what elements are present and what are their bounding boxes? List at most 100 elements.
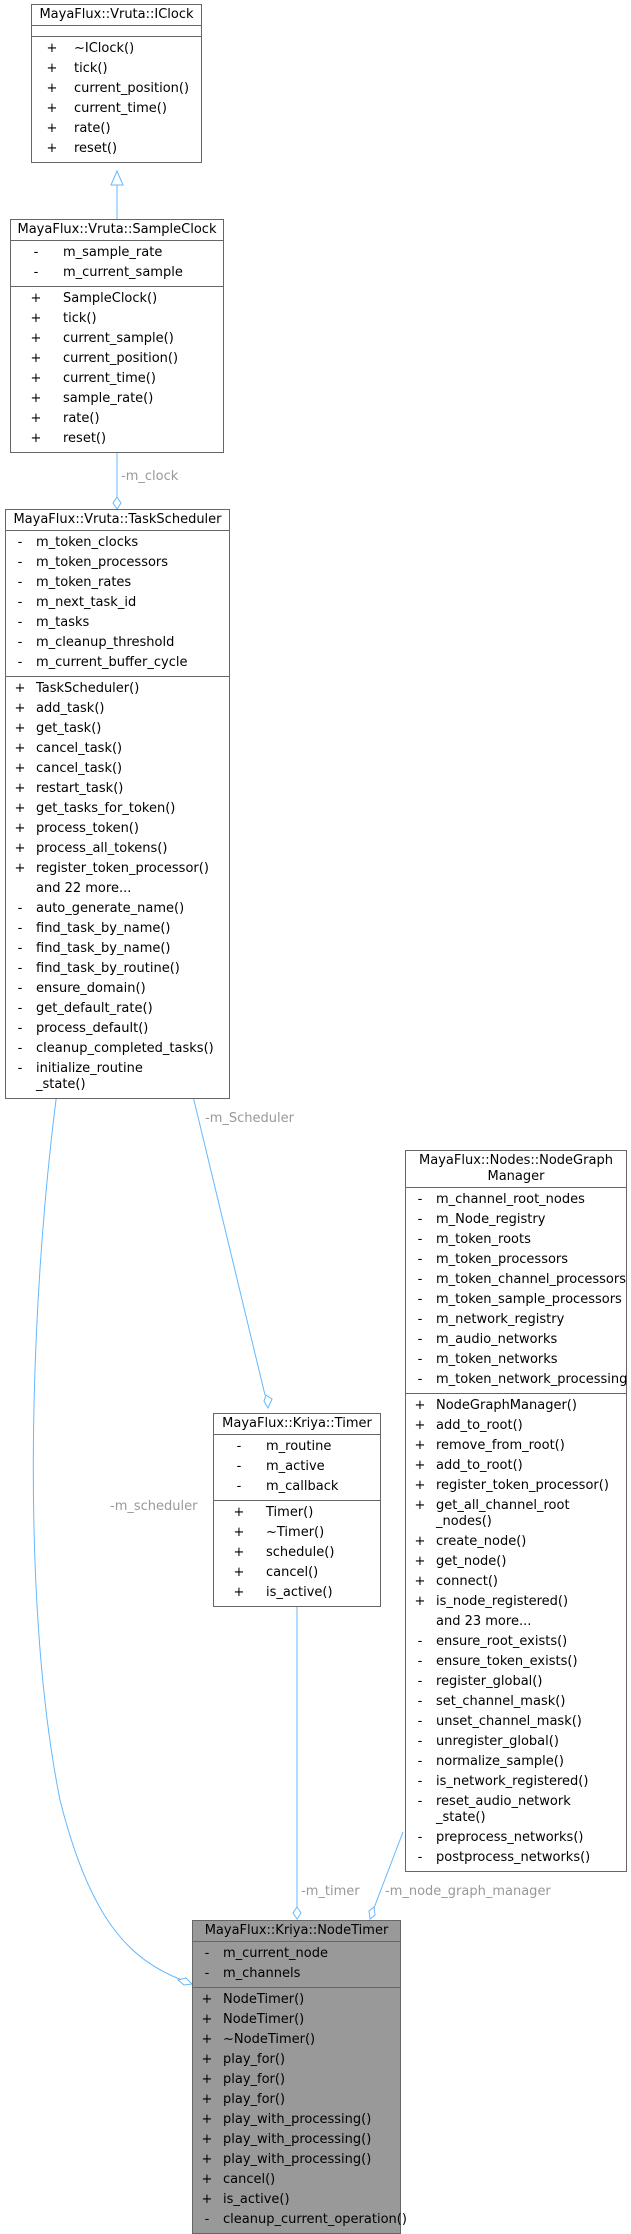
visibility-marker: - — [236, 1459, 242, 1474]
member-name: sample_rate() — [63, 391, 154, 406]
visibility-marker: - — [17, 921, 23, 936]
member-name: get_node() — [436, 1554, 507, 1569]
visibility-marker: - — [17, 1041, 23, 1056]
visibility-marker: - — [17, 901, 23, 916]
visibility-marker: + — [201, 2052, 213, 2067]
member-name: get_task() — [36, 721, 102, 736]
visibility-marker: + — [414, 1534, 426, 1549]
attribute-row: -m_channel_root_nodes — [406, 1190, 626, 1210]
visibility-marker: + — [46, 101, 58, 116]
method-row: -cleanup_completed_tasks() — [6, 1039, 229, 1059]
method-row: +restart_task() — [6, 779, 229, 799]
member-name: is_active() — [223, 2192, 290, 2207]
member-name: NodeTimer() — [223, 1992, 305, 2007]
visibility-marker: + — [201, 2112, 213, 2127]
member-name: cancel() — [266, 1565, 319, 1580]
class-iclock[interactable]: MayaFlux::Vruta::IClock +~IClock()+tick(… — [31, 4, 202, 163]
method-row: -register_global() — [406, 1672, 626, 1692]
member-name: play_for() — [223, 2052, 286, 2067]
member-name: is_node_registered() — [436, 1594, 569, 1609]
method-row: +create_node() — [406, 1532, 626, 1552]
method-row: -set_channel_mask() — [406, 1692, 626, 1712]
methods-section: +NodeTimer()+NodeTimer()+~NodeTimer()+pl… — [193, 1987, 407, 2233]
method-row: and 23 more... — [406, 1612, 626, 1632]
method-row: -postprocess_networks() — [406, 1848, 626, 1868]
member-name: remove_from_root() — [436, 1438, 565, 1453]
member-name: rate() — [74, 121, 111, 136]
method-row: +tick() — [11, 309, 223, 329]
visibility-marker: - — [417, 1372, 423, 1387]
visibility-marker: - — [204, 1946, 210, 1961]
method-row: -unregister_global() — [406, 1732, 626, 1752]
visibility-marker: + — [233, 1525, 245, 1540]
class-taskscheduler[interactable]: MayaFlux::Vruta::TaskScheduler -m_token_… — [5, 509, 230, 1099]
visibility-marker: - — [17, 635, 23, 650]
member-name: ensure_domain() — [36, 981, 146, 996]
visibility-marker: - — [417, 1850, 423, 1865]
member-name: connect() — [436, 1574, 498, 1589]
method-row: +current_position() — [11, 349, 223, 369]
member-name: m_next_task_id — [36, 595, 137, 610]
aggregation-diamond — [112, 496, 122, 510]
class-nodegraphmanager[interactable]: MayaFlux::Nodes::NodeGraph Manager -m_ch… — [405, 1150, 627, 1872]
attributes-section: -m_routine-m_active-m_callback — [214, 1434, 380, 1500]
visibility-marker: - — [417, 1332, 423, 1347]
visibility-marker: - — [17, 1021, 23, 1036]
methods-section: +TaskScheduler()+add_task()+get_task()+c… — [6, 676, 229, 1098]
attributes-section: -m_sample_rate-m_current_sample — [11, 240, 223, 286]
visibility-marker: + — [14, 781, 26, 796]
visibility-marker: + — [14, 821, 26, 836]
method-row: +play_for() — [193, 2070, 400, 2090]
method-row: +cancel() — [193, 2170, 400, 2190]
visibility-marker: - — [17, 961, 23, 976]
visibility-marker: + — [46, 121, 58, 136]
visibility-marker: - — [417, 1754, 423, 1769]
visibility-marker: + — [30, 351, 42, 366]
method-row: +schedule() — [214, 1543, 380, 1563]
visibility-marker: - — [17, 555, 23, 570]
method-row: -is_network_registered() — [406, 1772, 626, 1792]
method-row: +add_to_root() — [406, 1416, 626, 1436]
member-name: m_Node_registry — [436, 1212, 546, 1227]
attribute-row: -m_token_processors — [6, 553, 229, 573]
method-row: +current_position() — [32, 79, 201, 99]
method-row: +reset() — [11, 429, 223, 449]
attribute-row: -m_token_sample_processors — [406, 1290, 626, 1310]
class-timer[interactable]: MayaFlux::Kriya::Timer -m_routine-m_acti… — [213, 1413, 381, 1607]
member-name: get_all_channel_root _nodes() — [436, 1498, 570, 1529]
class-title: MayaFlux::Vruta::SampleClock — [17, 222, 217, 237]
attributes-section: -m_current_node-m_channels — [193, 1941, 400, 1987]
visibility-marker: + — [414, 1554, 426, 1569]
member-name: m_callback — [266, 1479, 339, 1494]
method-row: +is_active() — [214, 1583, 380, 1603]
aggregation-diamond — [292, 1906, 302, 1920]
method-row: -get_default_rate() — [6, 999, 229, 1019]
member-name: find_task_by_name() — [36, 941, 171, 956]
attribute-row: -m_token_clocks — [6, 533, 229, 553]
methods-section: +NodeGraphManager()+add_to_root()+remove… — [406, 1393, 626, 1871]
methods-section: +~IClock()+tick()+current_position()+cur… — [32, 36, 201, 162]
method-row: -auto_generate_name() — [6, 899, 229, 919]
method-row: + ~Timer() — [214, 1523, 380, 1543]
edge-label-m-timer: -m_timer — [301, 1884, 360, 1899]
edge-label-m-scheduler: -m_scheduler — [110, 1499, 198, 1514]
method-row: +sample_rate() — [11, 389, 223, 409]
member-name: reset() — [74, 141, 118, 156]
member-name: NodeTimer() — [223, 2012, 305, 2027]
attribute-row: -m_cleanup_threshold — [6, 633, 229, 653]
method-row: +get_tasks_for_token() — [6, 799, 229, 819]
method-row: +NodeTimer() — [193, 2010, 400, 2030]
member-name: find_task_by_routine() — [36, 961, 180, 976]
visibility-marker: + — [46, 81, 58, 96]
member-name: get_default_rate() — [36, 1001, 153, 1016]
edge-label-m-clock: -m_clock — [121, 469, 179, 484]
member-name: m_channel_root_nodes — [436, 1192, 585, 1207]
methods-section: +SampleClock()+tick()+current_sample()+c… — [11, 286, 223, 452]
class-title: MayaFlux::Nodes::NodeGraph Manager — [419, 1153, 613, 1184]
member-name: ~Timer() — [266, 1525, 325, 1540]
visibility-marker: + — [414, 1398, 426, 1413]
visibility-marker: - — [417, 1794, 423, 1809]
class-sampleclock[interactable]: MayaFlux::Vruta::SampleClock -m_sample_r… — [10, 219, 224, 453]
class-nodetimer[interactable]: MayaFlux::Kriya::NodeTimer -m_current_no… — [192, 1920, 407, 2234]
method-row: +current_time() — [32, 99, 201, 119]
